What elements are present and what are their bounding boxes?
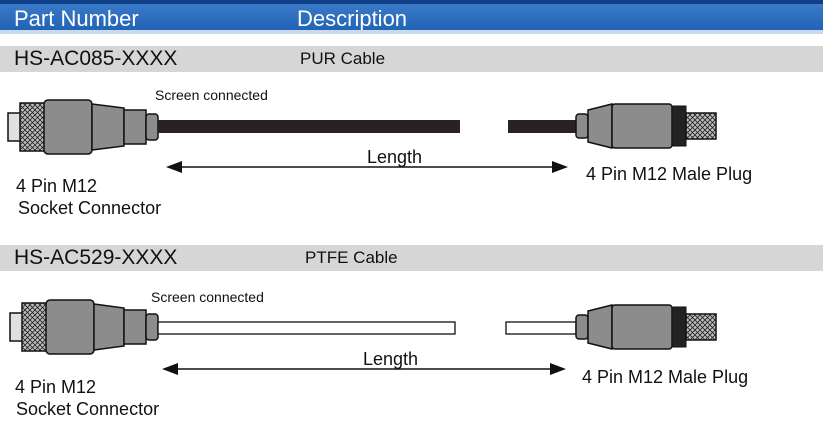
length-label-1: Length [367,147,423,167]
part-row-2: HS-AC529-XXXX PTFE Cable [0,245,823,271]
plug-label-2: 4 Pin M12 Male Plug [582,367,749,387]
length-label-2: Length [363,349,419,369]
socket-label-2a: 4 Pin M12 [15,377,97,397]
length-arrow-1 [166,161,568,173]
description-2: PTFE Cable [305,248,398,267]
length-arrow-2 [162,363,566,375]
description-1: PUR Cable [300,49,386,68]
cable-segment-1a [158,120,460,133]
socket-label-1a: 4 Pin M12 [16,176,98,196]
socket-connector-2 [9,299,159,355]
socket-label-2b: Socket Connector [16,399,160,419]
male-plug-1 [575,103,717,149]
socket-connector-1 [7,99,159,155]
part-number-1: HS-AC085-XXXX [14,47,178,70]
cable-segment-2b [505,321,577,335]
part-row-1: HS-AC085-XXXX PUR Cable [0,46,823,72]
header-part-number: Part Number [14,6,139,31]
socket-label-1b: Socket Connector [18,198,162,218]
male-plug-2 [575,304,717,350]
cable-segment-1b [508,120,578,133]
part-number-2: HS-AC529-XXXX [14,246,178,269]
plug-label-1: 4 Pin M12 Male Plug [586,164,753,184]
header-description: Description [297,6,408,31]
screen-note-1: Screen connected [155,87,268,103]
cable-segment-2a [157,321,456,335]
table-header: Part Number Description [0,0,823,34]
screen-note-2: Screen connected [151,289,264,305]
header-stripe [0,30,823,34]
